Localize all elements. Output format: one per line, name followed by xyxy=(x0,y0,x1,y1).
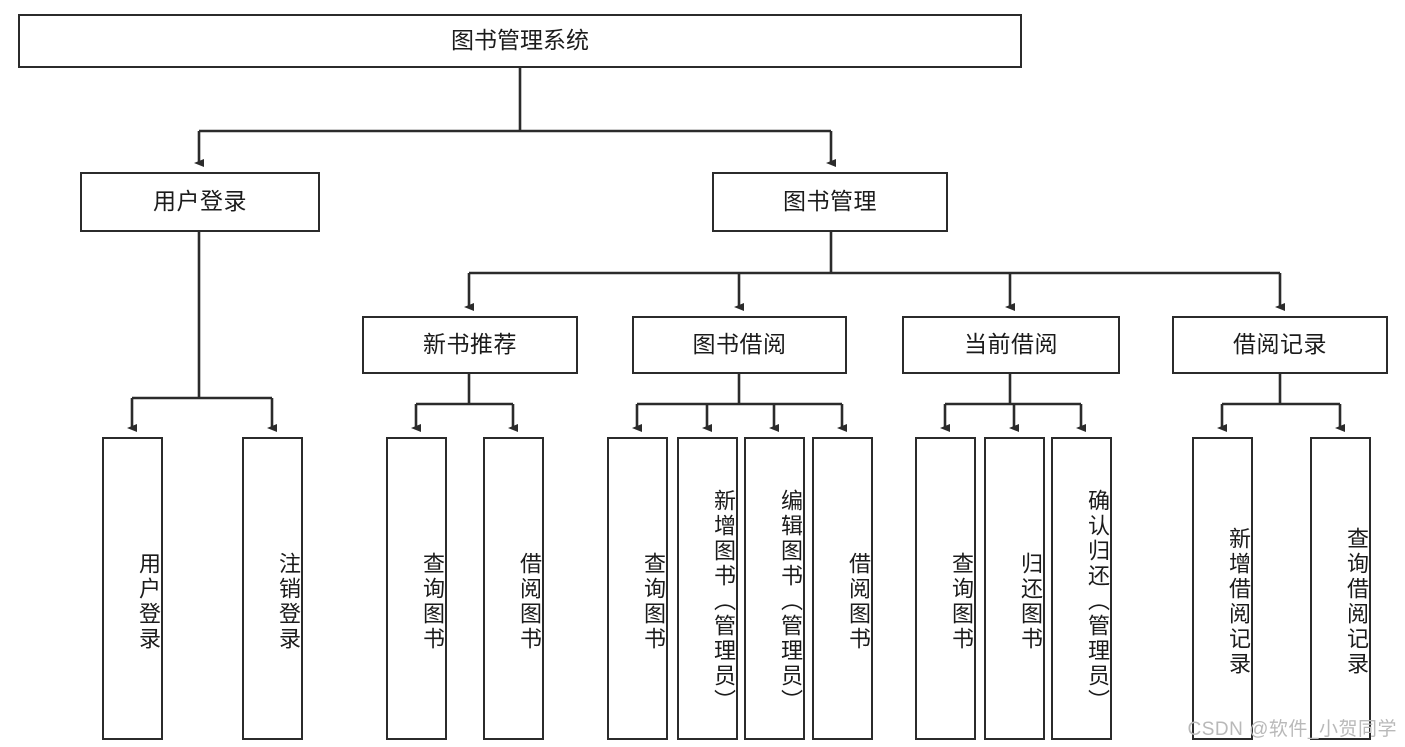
leaf-book-borrow-edit-book-admin[interactable]: 编辑图书（管理员） xyxy=(744,437,805,740)
leaf-label: 新增借阅记录 xyxy=(1226,526,1251,677)
leaf-book-borrow-borrow-book[interactable]: 借阅图书 xyxy=(812,437,873,740)
leaf-borrow-record-query-record[interactable]: 查询借阅记录 xyxy=(1310,437,1371,740)
leaf-label: 新增图书（管理员） xyxy=(711,489,736,714)
leaf-user-login-login[interactable]: 用户登录 xyxy=(102,437,163,740)
leaf-label: 确认归还（管理员） xyxy=(1085,489,1110,714)
leaf-label: 编辑图书（管理员） xyxy=(778,489,803,714)
leaf-label: 查询借阅记录 xyxy=(1344,526,1369,677)
leaf-new-book-borrow-book[interactable]: 借阅图书 xyxy=(483,437,544,740)
leaf-borrow-record-add-record[interactable]: 新增借阅记录 xyxy=(1192,437,1253,740)
leaf-book-borrow-query-book[interactable]: 查询图书 xyxy=(607,437,668,740)
leaf-new-book-query-book[interactable]: 查询图书 xyxy=(386,437,447,740)
csdn-watermark: CSDN @软件_小贺同学 xyxy=(1187,719,1397,740)
leaf-label: 查询图书 xyxy=(420,551,445,652)
leaf-book-borrow-add-book-admin[interactable]: 新增图书（管理员） xyxy=(677,437,738,740)
node-root-system[interactable]: 图书管理系统 xyxy=(18,14,1022,68)
leaf-label: 借阅图书 xyxy=(846,551,871,652)
node-borrow-record[interactable]: 借阅记录 xyxy=(1172,316,1388,374)
node-book-management[interactable]: 图书管理 xyxy=(712,172,948,232)
leaf-label: 查询图书 xyxy=(641,551,666,652)
node-current-borrow[interactable]: 当前借阅 xyxy=(902,316,1120,374)
leaf-current-borrow-return-book[interactable]: 归还图书 xyxy=(984,437,1045,740)
leaf-label: 注销登录 xyxy=(276,551,301,652)
leaf-current-borrow-query-book[interactable]: 查询图书 xyxy=(915,437,976,740)
leaf-user-login-logout[interactable]: 注销登录 xyxy=(242,437,303,740)
node-new-book-recommend[interactable]: 新书推荐 xyxy=(362,316,578,374)
node-book-borrow[interactable]: 图书借阅 xyxy=(632,316,847,374)
leaf-label: 用户登录 xyxy=(136,551,161,652)
leaf-label: 借阅图书 xyxy=(517,551,542,652)
leaf-current-borrow-confirm-return-admin[interactable]: 确认归还（管理员） xyxy=(1051,437,1112,740)
node-user-login[interactable]: 用户登录 xyxy=(80,172,320,232)
leaf-label: 查询图书 xyxy=(949,551,974,652)
leaf-label: 归还图书 xyxy=(1018,551,1043,652)
